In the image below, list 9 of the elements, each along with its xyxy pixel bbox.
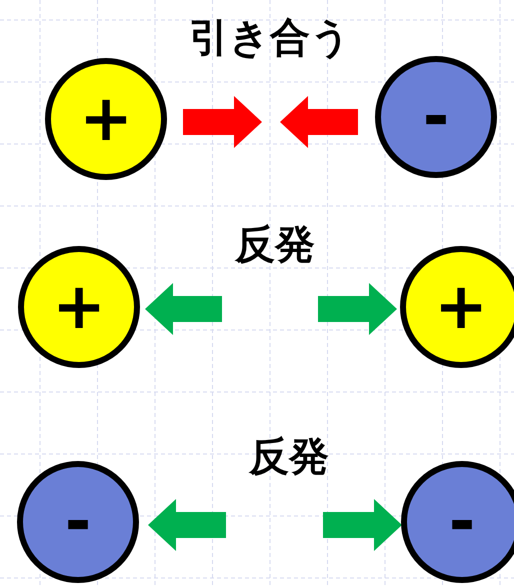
charge-sign: - — [64, 490, 92, 554]
heading: 反発 — [249, 437, 329, 477]
charge-sign: + — [434, 275, 488, 339]
charge-sign: + — [52, 275, 106, 339]
heading: 反発 — [235, 225, 315, 265]
heading: 引き合う — [189, 18, 351, 58]
charge-sign: + — [79, 87, 133, 151]
charge-sign: - — [448, 490, 476, 554]
charge-sign: - — [422, 85, 450, 149]
